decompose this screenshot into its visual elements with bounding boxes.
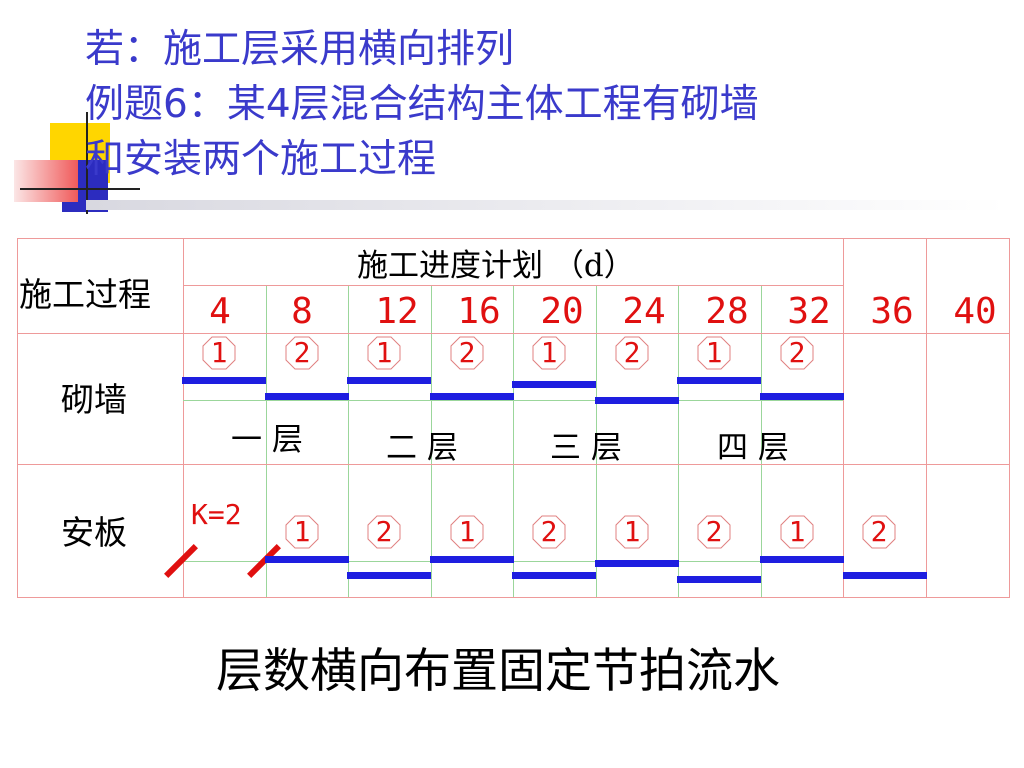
column-divider — [926, 238, 927, 598]
progress-bar — [430, 556, 514, 563]
floor-label: 二 层 — [386, 430, 458, 466]
segment-badge: 2 — [780, 336, 814, 370]
segment-badge: 2 — [532, 515, 566, 549]
title-line-3: 和安装两个施工过程 — [85, 137, 437, 182]
logo-red-gradient — [14, 160, 78, 202]
period-label: 40 — [953, 291, 997, 332]
progress-bar — [347, 572, 431, 579]
segment-badge: 1 — [532, 336, 566, 370]
period-label: 36 — [870, 291, 914, 332]
segment-badge: 1 — [615, 515, 649, 549]
slide-caption: 层数横向布置固定节拍流水 — [216, 644, 780, 699]
segment-badge: 1 — [367, 336, 401, 370]
title-line-2: 例题6：某4层混合结构主体工程有砌墙 — [85, 82, 759, 127]
period-label: 8 — [291, 291, 313, 332]
column-divider — [266, 285, 267, 598]
progress-bar — [512, 381, 596, 388]
progress-bar — [512, 572, 596, 579]
period-label: 28 — [705, 291, 749, 332]
segment-badge: 1 — [780, 515, 814, 549]
period-label: 32 — [787, 291, 831, 332]
period-label: 4 — [209, 291, 231, 332]
segment-badge: 1 — [285, 515, 319, 549]
period-label: 24 — [622, 291, 666, 332]
period-label: 20 — [540, 291, 584, 332]
schedule-header: 施工进度计划 （d） — [357, 248, 635, 284]
schedule-table: 施工过程 施工进度计划 （d） 4 8 12 16 20 24 28 32 36… — [17, 238, 1010, 598]
progress-bar — [182, 377, 266, 384]
segment-badge: 1 — [202, 336, 236, 370]
floor-label: 四 层 — [717, 430, 789, 466]
column-divider — [678, 285, 679, 598]
progress-bar — [677, 576, 761, 583]
process-header: 施工过程 — [19, 275, 151, 314]
progress-bar — [265, 556, 349, 563]
progress-bar — [265, 393, 349, 400]
row-label-brick: 砌墙 — [61, 380, 127, 419]
progress-bar — [347, 377, 431, 384]
progress-bar — [843, 572, 927, 579]
column-divider — [843, 238, 844, 598]
row-divider — [183, 285, 843, 286]
segment-badge: 2 — [450, 336, 484, 370]
floor-label: 三 层 — [550, 430, 622, 466]
column-divider — [596, 285, 597, 598]
slide-title: 若：施工层采用横向排列 例题6：某4层混合结构主体工程有砌墙 和安装两个施工过程 — [85, 22, 1005, 187]
row-divider-inner — [183, 400, 843, 401]
segment-badge: 1 — [450, 515, 484, 549]
segment-badge: 1 — [697, 336, 731, 370]
segment-badge: 2 — [697, 515, 731, 549]
table-border-left — [17, 238, 18, 598]
column-divider — [348, 285, 349, 598]
progress-bar — [595, 560, 679, 567]
logo-vertical-line — [86, 112, 88, 214]
row-divider — [17, 464, 1009, 465]
table-border-right — [1009, 238, 1010, 598]
progress-bar — [760, 393, 844, 400]
segment-badge: 2 — [367, 515, 401, 549]
column-divider — [431, 285, 432, 598]
segment-badge: 2 — [285, 336, 319, 370]
progress-bar — [595, 397, 679, 404]
column-divider — [761, 285, 762, 598]
row-divider — [17, 333, 1009, 334]
segment-badge: 2 — [862, 515, 896, 549]
k-label: K=2 — [191, 498, 242, 531]
progress-bar — [677, 377, 761, 384]
floor-label: 一 层 — [231, 422, 303, 458]
period-label: 16 — [457, 291, 501, 332]
logo-horizontal-line — [20, 188, 140, 190]
period-label: 12 — [375, 291, 419, 332]
progress-bar — [760, 556, 844, 563]
title-underline — [86, 200, 1006, 210]
table-border-top — [17, 238, 1009, 239]
column-divider — [513, 285, 514, 598]
column-divider — [183, 238, 184, 598]
progress-bar — [430, 393, 514, 400]
row-label-slab: 安板 — [61, 513, 127, 552]
segment-badge: 2 — [615, 336, 649, 370]
table-border-bottom — [17, 597, 1009, 598]
title-line-1: 若：施工层采用横向排列 — [85, 27, 515, 72]
